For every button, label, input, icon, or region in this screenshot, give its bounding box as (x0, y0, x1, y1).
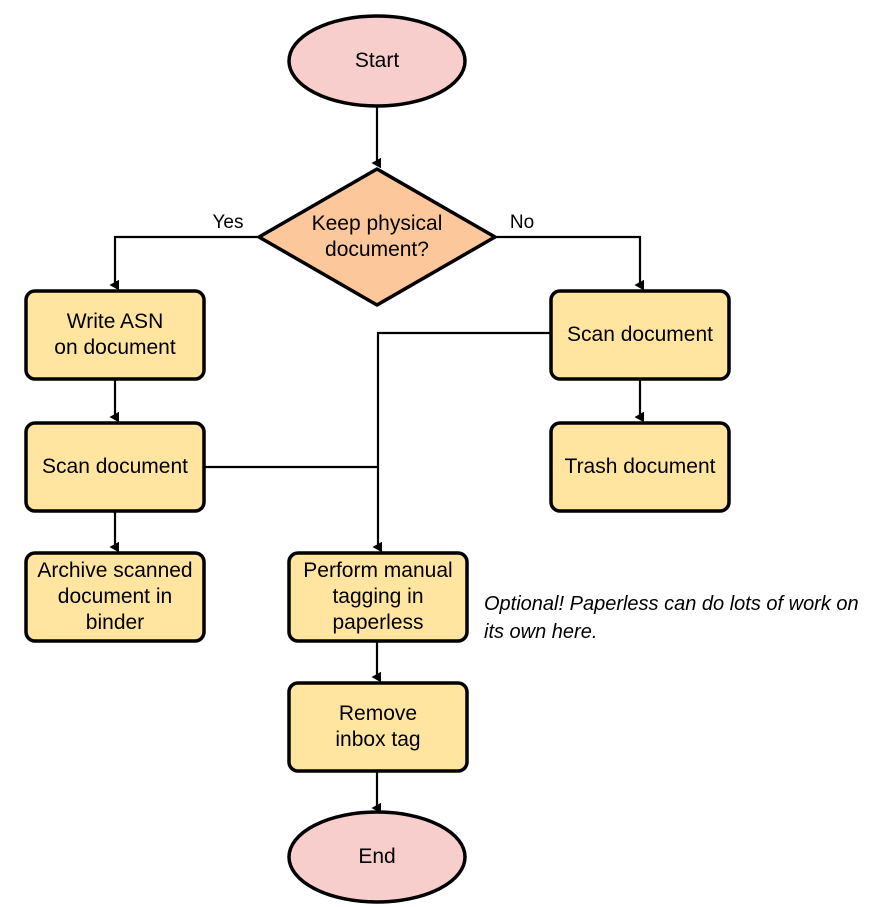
edge-labels-layer: Yes No (213, 212, 535, 233)
edge-label-yes-label: Yes (213, 212, 244, 233)
terminator-shape (287, 810, 467, 904)
node-label: Scan document (42, 455, 188, 478)
edge-scan-document-right-to-tagging (378, 331, 551, 547)
process-shape (24, 551, 206, 643)
node-start[interactable]: Start (287, 14, 467, 108)
edge-decision-yes-to-write-asn (115, 235, 259, 285)
node-scan-document-right[interactable]: Scan document (549, 289, 731, 381)
node-trash-document[interactable]: Trash document (549, 421, 731, 513)
process-shape (549, 289, 731, 381)
node-label: Scan document (567, 323, 713, 346)
node-end[interactable]: End (287, 810, 467, 904)
node-label: Trash document (565, 455, 716, 478)
process-shape (287, 681, 469, 773)
terminator-shape (287, 14, 467, 108)
node-label: Start (355, 49, 400, 72)
node-label: End (358, 845, 395, 868)
process-shape (287, 551, 469, 643)
edges-layer (115, 106, 640, 808)
process-shape (549, 421, 731, 513)
process-shape (24, 289, 206, 381)
decision-shape (257, 167, 497, 307)
annotation-paperless-optional-note: Optional! Paperless can do lots of work … (484, 593, 859, 643)
annotations-layer: Optional! Paperless can do lots of work … (484, 593, 859, 643)
node-scan-document-left[interactable]: Scan document (24, 421, 206, 513)
edge-decision-no-to-scan-document-right (495, 235, 640, 285)
process-shape (24, 421, 206, 513)
edge-label-no-label: No (510, 212, 534, 233)
